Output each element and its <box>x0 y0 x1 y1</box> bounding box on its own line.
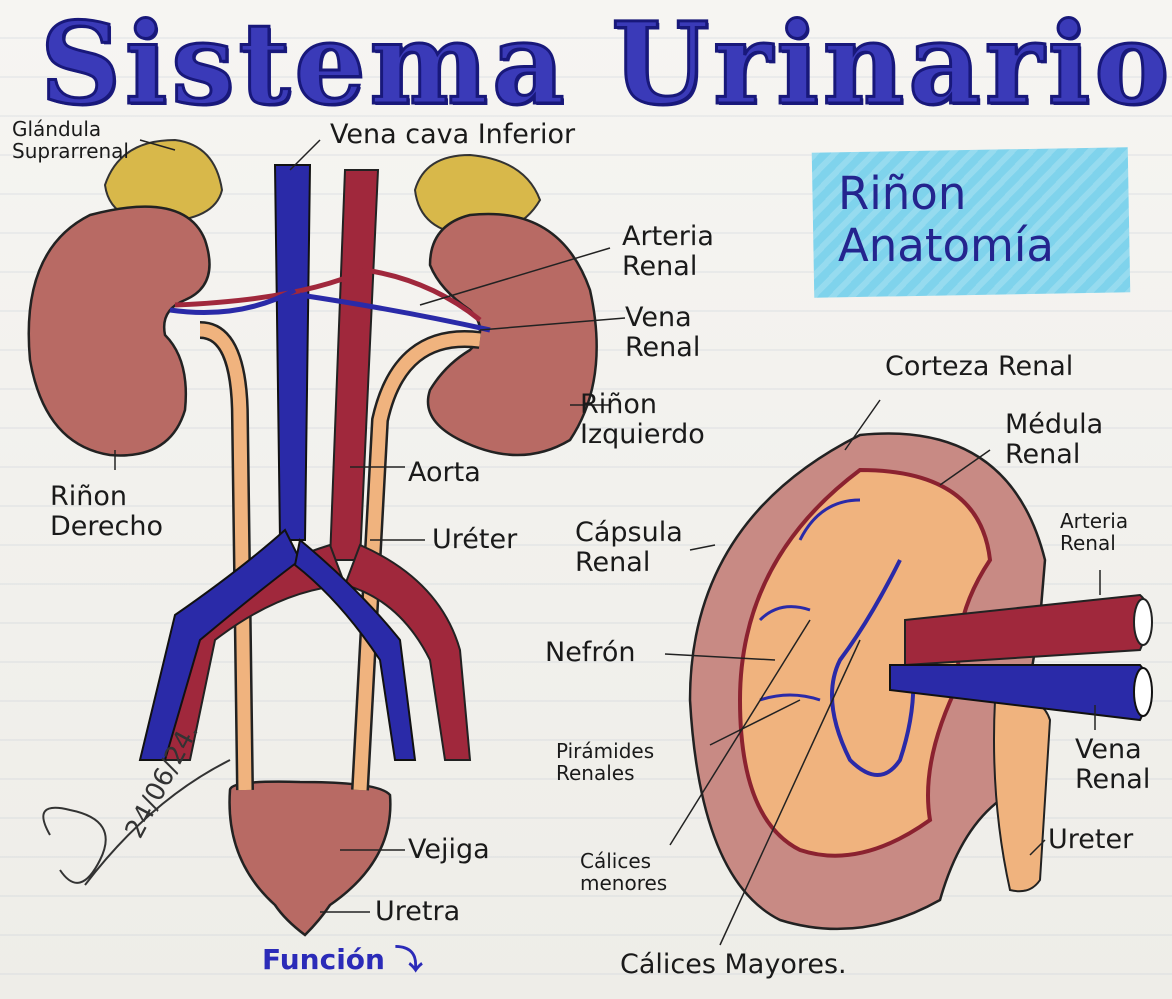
label-calices-menores: Cálices menores <box>580 850 667 894</box>
ureter-cross-section <box>994 698 1050 892</box>
label-ureter-2: Ureter <box>1048 825 1133 855</box>
label-vejiga: Vejiga <box>408 835 490 865</box>
label-aorta: Aorta <box>408 458 481 488</box>
label-calices-mayores: Cálices Mayores. <box>620 950 847 980</box>
label-vena-renal-1: Vena Renal <box>625 303 700 363</box>
label-corteza: Corteza Renal <box>885 352 1073 382</box>
label-uretra: Uretra <box>375 897 460 927</box>
function-label: Función <box>262 943 385 976</box>
label-vena-renal-2: Vena Renal <box>1075 735 1150 795</box>
function-heading: Función ⤵ <box>262 938 423 978</box>
label-rinon-izquierdo: Riñon Izquierdo <box>580 390 705 450</box>
label-piramides: Pirámides Renales <box>556 740 654 784</box>
page-title: Sistema Urinario <box>40 0 1140 130</box>
label-glandula: Glándula Suprarrenal <box>12 118 129 162</box>
label-vena-cava: Vena cava Inferior <box>330 120 575 150</box>
box-title: Riñon Anatomía <box>838 168 1128 272</box>
label-nefron: Nefrón <box>545 638 635 668</box>
label-ureter-1: Uréter <box>432 525 517 555</box>
label-arteria-renal-2: Arteria Renal <box>1060 510 1128 554</box>
label-rinon-derecho: Riñon Derecho <box>50 482 163 542</box>
vena-cava-inferior <box>275 165 310 540</box>
label-capsula: Cápsula Renal <box>575 518 683 578</box>
label-arteria-renal-1: Arteria Renal <box>622 222 714 282</box>
label-medula: Médula Renal <box>1005 410 1103 470</box>
kidney-right <box>29 207 210 456</box>
arrow-down-icon: ⤵ <box>395 943 423 976</box>
